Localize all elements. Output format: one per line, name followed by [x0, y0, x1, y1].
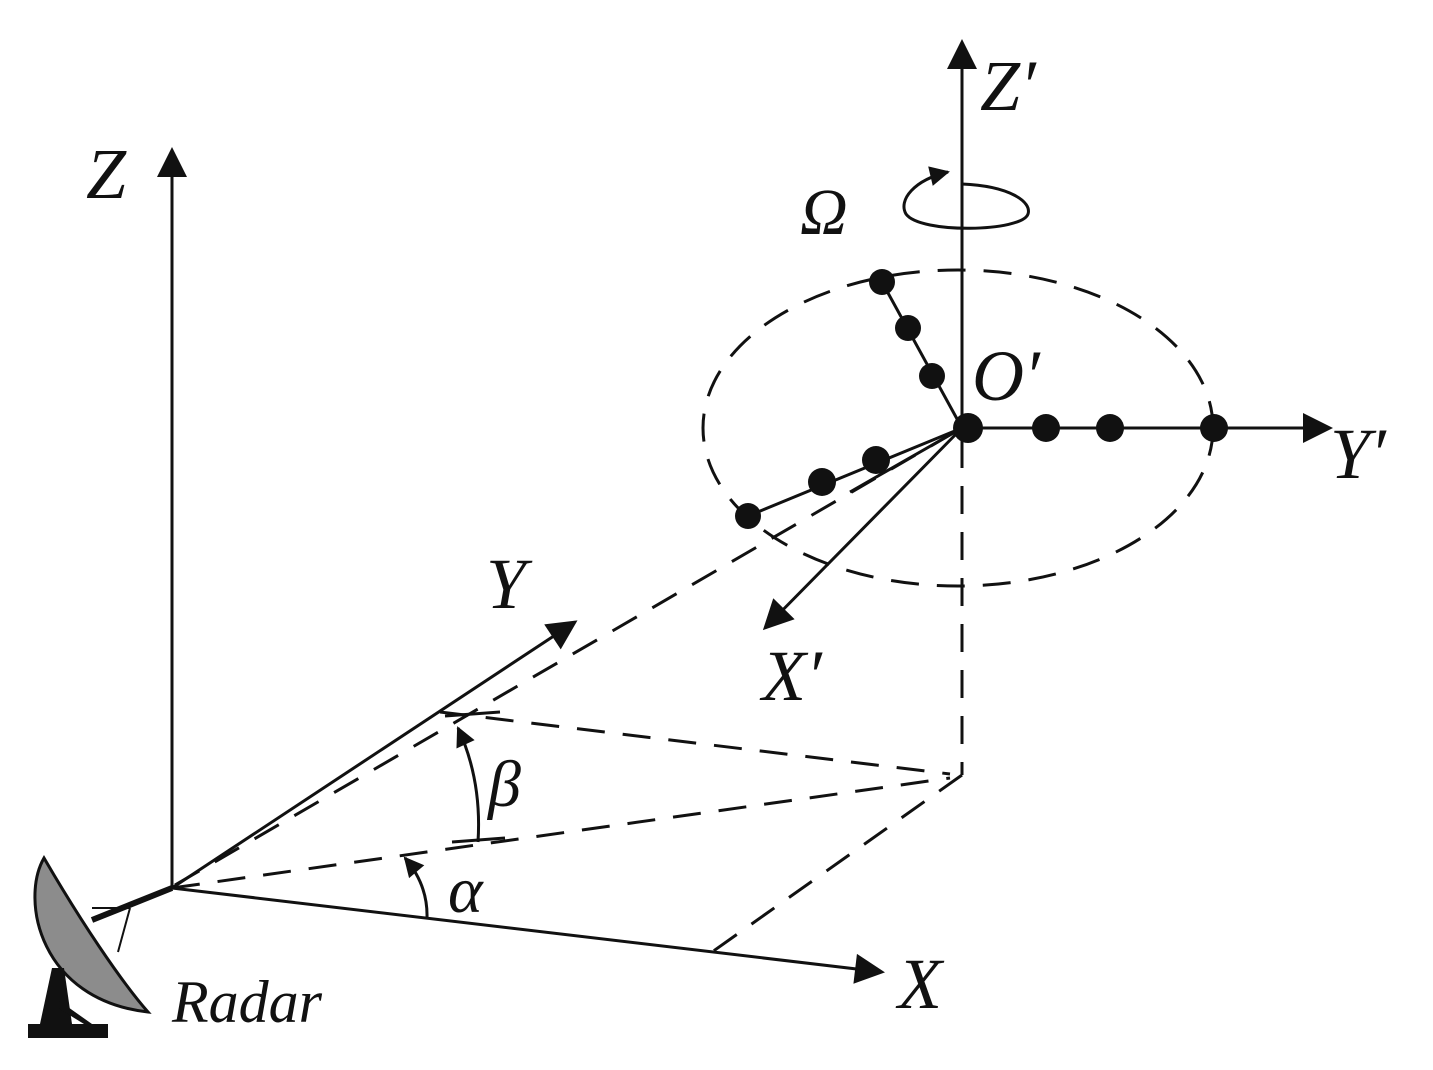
scatterer-point: [869, 269, 895, 295]
scatterer-point: [953, 413, 983, 443]
label-beta: β: [486, 748, 521, 821]
y-axis: [171, 620, 578, 890]
scatterer-points: [735, 269, 1228, 529]
beta-angle-arc: [456, 726, 481, 843]
x-axis: [171, 886, 885, 984]
label-x: X: [895, 944, 945, 1024]
scatterer-point: [862, 446, 890, 474]
ground-projection-line: [171, 776, 951, 890]
labels: Z Y X Z′ Y′ X′ O′ Ω β α Radar: [86, 46, 1387, 1035]
x-prime-axis: [762, 426, 964, 631]
x-projection-line: [704, 773, 963, 959]
radar-dish-icon: [28, 854, 174, 1038]
arm-upper-left: [880, 281, 964, 429]
scatterer-point: [1200, 414, 1228, 442]
label-omega: Ω: [800, 176, 848, 249]
label-y-prime: Y′: [1330, 414, 1387, 494]
label-o-prime: O′: [972, 336, 1041, 416]
scatterer-arms: [747, 281, 964, 518]
radar-axes: [157, 147, 885, 984]
line-of-sight-solid: [849, 426, 963, 494]
alpha-angle-arc: [403, 856, 429, 919]
label-x-prime: X′: [759, 636, 823, 716]
line-of-sight-dashed: [174, 430, 956, 887]
rotation-arrow-icon: [902, 166, 1030, 230]
arm-lower-left: [747, 426, 963, 518]
scatterer-point: [735, 503, 761, 529]
scatterer-point: [1032, 414, 1060, 442]
label-radar: Radar: [171, 969, 323, 1035]
projection-lines: [171, 268, 1215, 959]
scatterer-point: [1096, 414, 1124, 442]
label-z-prime: Z′: [980, 46, 1037, 126]
scatterer-point: [808, 468, 836, 496]
scatterer-point: [895, 315, 921, 341]
elevation-top-line: [439, 710, 951, 776]
label-z: Z: [86, 134, 127, 214]
label-y: Y: [486, 544, 533, 624]
label-alpha: α: [448, 854, 484, 927]
scatterer-point: [919, 363, 945, 389]
beta-tick-top: [444, 710, 501, 718]
beta-tick-bottom: [451, 836, 506, 844]
target-axes: [762, 39, 1333, 631]
